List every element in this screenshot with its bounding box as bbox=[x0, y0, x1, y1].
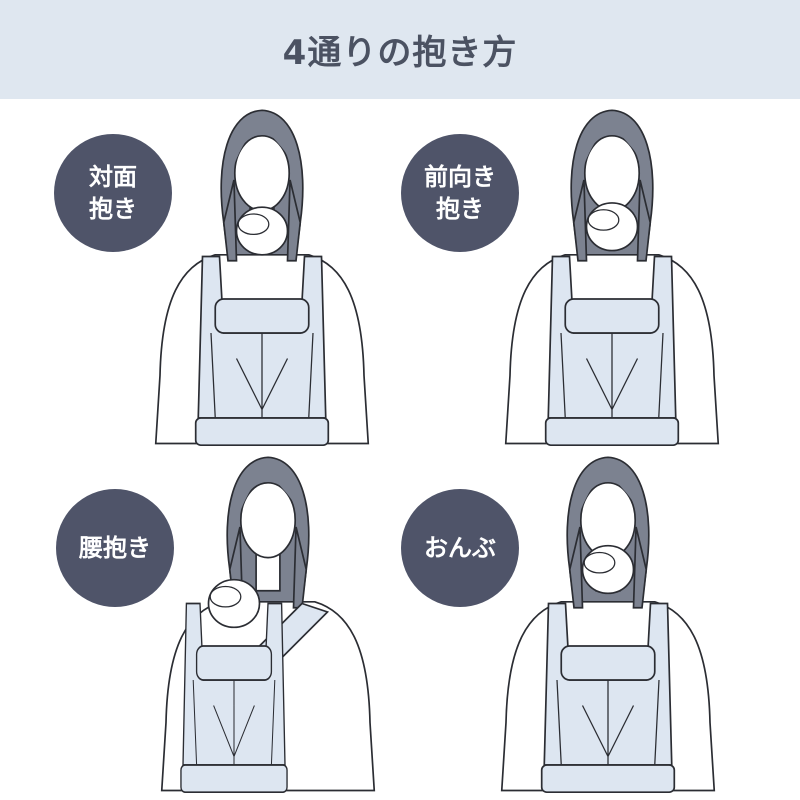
figure-facing-out bbox=[504, 109, 720, 447]
carrier-illustrations bbox=[154, 109, 720, 794]
badge-hip-carry: 腰抱き bbox=[56, 489, 174, 607]
figure-hip-carry bbox=[160, 456, 376, 794]
badge-line1: おんぶ bbox=[424, 534, 496, 562]
badge-back-carry: おんぶ bbox=[401, 489, 519, 607]
badge-line2: 抱き bbox=[89, 195, 137, 223]
page-title: 4通りの抱き方 bbox=[282, 33, 518, 73]
figure-back-carry bbox=[500, 456, 716, 794]
badge-line1: 腰抱き bbox=[79, 534, 151, 562]
badge-face-in-carry: 対面抱き bbox=[54, 134, 172, 252]
figure-facing-in bbox=[154, 109, 370, 447]
badge-line1: 前向き bbox=[424, 163, 496, 191]
badge-face-out-carry: 前向き抱き bbox=[401, 134, 519, 252]
badge-line2: 抱き bbox=[436, 195, 484, 223]
header-banner: 4通りの抱き方 bbox=[0, 0, 800, 99]
badge-line1: 対面 bbox=[89, 163, 137, 191]
